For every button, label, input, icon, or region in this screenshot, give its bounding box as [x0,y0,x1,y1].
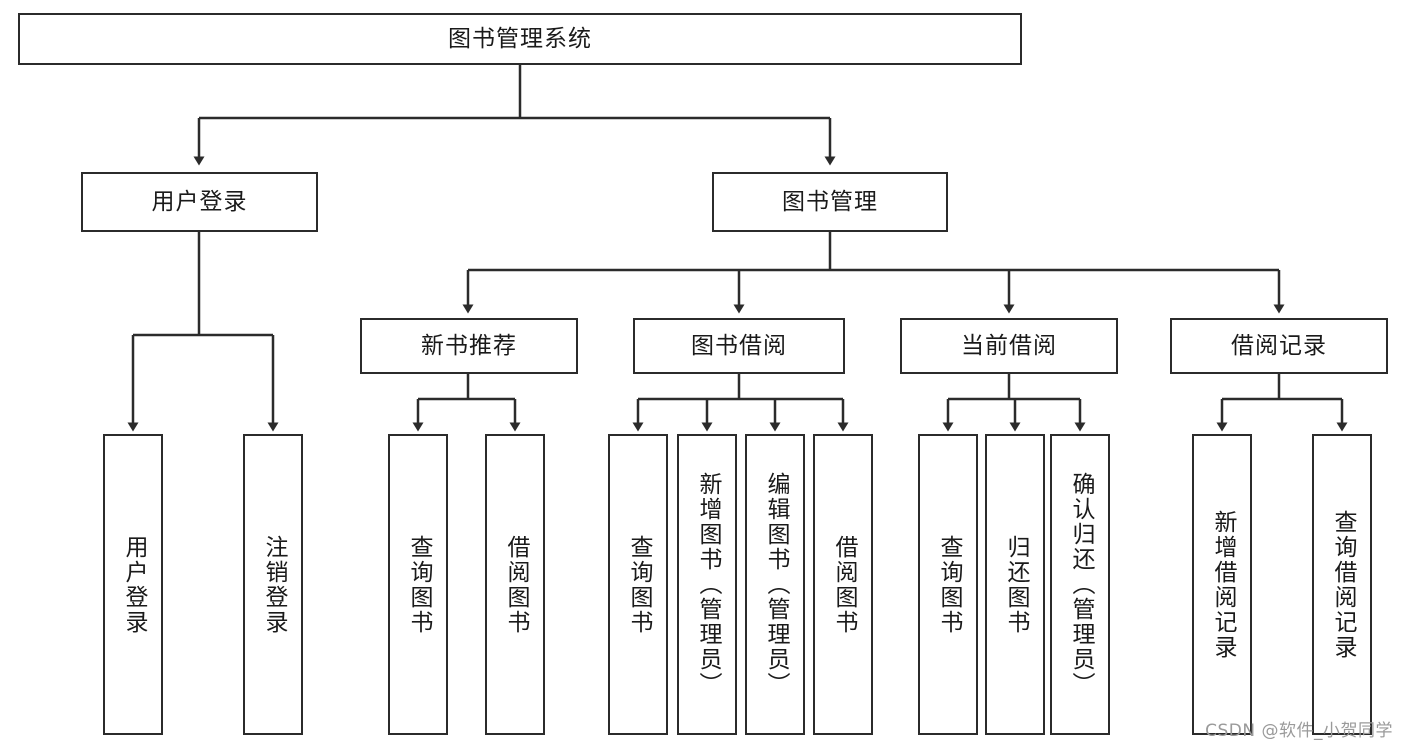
node-borrow-record-label: 借阅记录 [1231,332,1327,359]
node-book-borrow[interactable]: 图书借阅 [633,318,845,374]
node-book-borrow-label: 图书借阅 [691,332,787,359]
node-leaf-borrow-book-1[interactable]: 借阅图书 [485,434,545,735]
node-leaf-add-book-label: 新增图书（管理员） [694,472,721,697]
node-leaf-borrow-book-2-label: 借阅图书 [830,534,857,635]
node-leaf-query-book-2[interactable]: 查询图书 [608,434,668,735]
node-leaf-confirm-return-label: 确认归还（管理员） [1067,472,1094,697]
node-leaf-add-record-label: 新增借阅记录 [1209,509,1236,660]
node-leaf-edit-book[interactable]: 编辑图书（管理员） [745,434,805,735]
node-current-borrow-label: 当前借阅 [961,332,1057,359]
node-leaf-return-book-label: 归还图书 [1002,534,1029,635]
node-leaf-query-book-2-label: 查询图书 [625,534,652,635]
node-leaf-user-login-label: 用户登录 [120,534,147,635]
node-leaf-query-book-1-label: 查询图书 [405,534,432,635]
node-leaf-query-record-label: 查询借阅记录 [1329,509,1356,660]
node-root[interactable]: 图书管理系统 [18,13,1022,65]
node-leaf-query-book-1[interactable]: 查询图书 [388,434,448,735]
node-book-manage-label: 图书管理 [782,188,878,215]
node-leaf-borrow-book-1-label: 借阅图书 [502,534,529,635]
node-leaf-user-login[interactable]: 用户登录 [103,434,163,735]
node-user-login-label: 用户登录 [151,188,248,215]
node-root-label: 图书管理系统 [448,25,592,52]
node-leaf-edit-book-label: 编辑图书（管理员） [762,472,789,697]
node-leaf-user-logout-label: 注销登录 [260,534,287,635]
node-leaf-add-record[interactable]: 新增借阅记录 [1192,434,1252,735]
watermark-text: CSDN @软件_小贺同学 [1205,721,1393,741]
node-borrow-record[interactable]: 借阅记录 [1170,318,1388,374]
node-user-login[interactable]: 用户登录 [81,172,318,232]
node-new-book-rec[interactable]: 新书推荐 [360,318,578,374]
node-leaf-add-book[interactable]: 新增图书（管理员） [677,434,737,735]
node-leaf-query-book-3-label: 查询图书 [935,534,962,635]
node-new-book-rec-label: 新书推荐 [421,332,517,359]
node-leaf-user-logout[interactable]: 注销登录 [243,434,303,735]
node-leaf-query-record[interactable]: 查询借阅记录 [1312,434,1372,735]
node-book-manage[interactable]: 图书管理 [712,172,948,232]
node-leaf-return-book[interactable]: 归还图书 [985,434,1045,735]
node-current-borrow[interactable]: 当前借阅 [900,318,1118,374]
node-leaf-confirm-return[interactable]: 确认归还（管理员） [1050,434,1110,735]
node-leaf-borrow-book-2[interactable]: 借阅图书 [813,434,873,735]
node-leaf-query-book-3[interactable]: 查询图书 [918,434,978,735]
